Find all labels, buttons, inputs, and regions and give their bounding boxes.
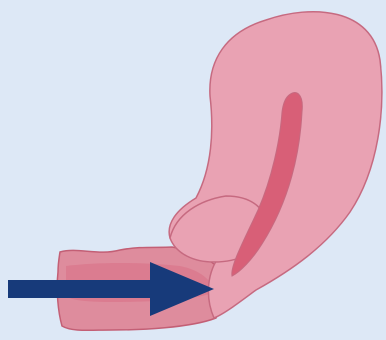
- arrow-shaft: [8, 280, 158, 298]
